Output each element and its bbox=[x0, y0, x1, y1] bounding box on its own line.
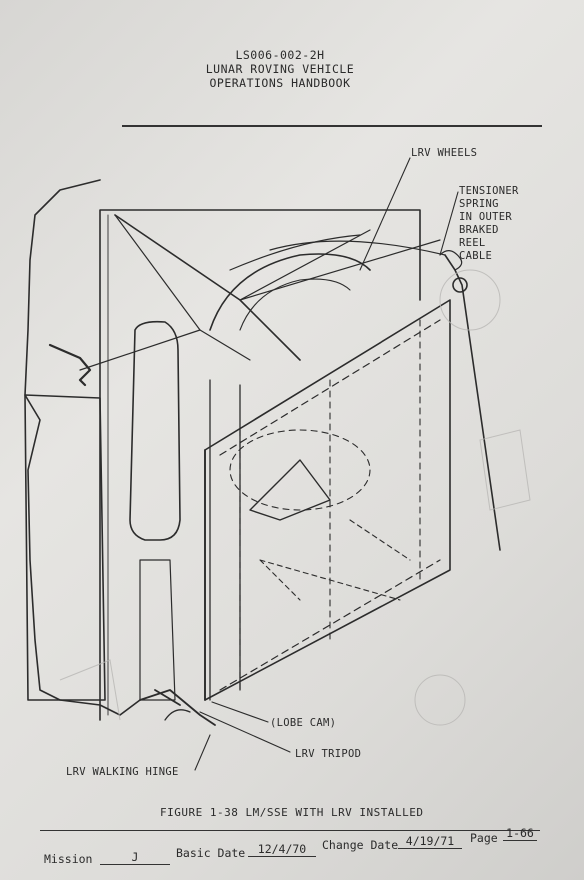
figure-caption: FIGURE 1-38 LM/SSE WITH LRV INSTALLED bbox=[160, 806, 424, 819]
leader-tensioner bbox=[439, 191, 459, 256]
basic-date-underline bbox=[248, 856, 316, 857]
leader-walking-hinge bbox=[194, 734, 211, 771]
callout-tensioner-line4: BRAKED bbox=[459, 224, 499, 236]
footer-rule bbox=[40, 830, 540, 831]
leader-lrv-wheels bbox=[359, 157, 411, 271]
callout-lrv-tripod: LRV TRIPOD bbox=[295, 748, 362, 760]
page-underline bbox=[503, 840, 537, 841]
callout-tensioner-line1: TENSIONER bbox=[459, 185, 519, 197]
callout-tensioner-line3: IN OUTER bbox=[459, 211, 512, 223]
callout-tensioner-line6: CABLE bbox=[459, 250, 493, 262]
quad-bay-frame bbox=[99, 209, 421, 721]
mission-value: J bbox=[131, 850, 139, 864]
lm-descent-stage-outline bbox=[24, 179, 141, 716]
callout-tensioner-line2: SPRING bbox=[459, 198, 499, 210]
lrv-wheel bbox=[209, 253, 371, 331]
change-date-underline bbox=[398, 848, 462, 849]
lrv-folded-chassis bbox=[204, 299, 451, 701]
basic-date-value: 12/4/70 bbox=[257, 842, 307, 856]
callout-walking-hinge: LRV WALKING HINGE bbox=[66, 766, 179, 778]
lm-tank bbox=[129, 320, 181, 541]
leader-lobe-cam bbox=[211, 701, 269, 723]
callout-lrv-wheels: LRV WHEELS bbox=[411, 147, 478, 159]
document-title-line1: LUNAR ROVING VEHICLE bbox=[205, 62, 355, 76]
deploy-handle bbox=[48, 343, 92, 387]
change-date-value: 4/19/71 bbox=[405, 834, 455, 848]
lrv-tripod bbox=[139, 689, 216, 726]
change-date-label: Change Date bbox=[322, 838, 399, 852]
mission-underline bbox=[100, 864, 170, 865]
document-number: LS006-002-2H bbox=[235, 48, 325, 62]
braked-reel-cable bbox=[444, 254, 501, 551]
callout-tensioner-line5: REEL bbox=[459, 237, 486, 249]
basic-date-label: Basic Date bbox=[176, 846, 246, 860]
mission-label: Mission bbox=[44, 852, 93, 866]
leader-tripod bbox=[199, 711, 291, 753]
page-label: Page bbox=[470, 831, 498, 845]
document-title-line2: OPERATIONS HANDBOOK bbox=[209, 76, 351, 90]
page-value: 1-66 bbox=[506, 826, 534, 840]
header-rule bbox=[122, 125, 542, 127]
callout-lobe-cam: (LOBE CAM) bbox=[270, 717, 337, 729]
lm-side-panel bbox=[24, 394, 106, 701]
